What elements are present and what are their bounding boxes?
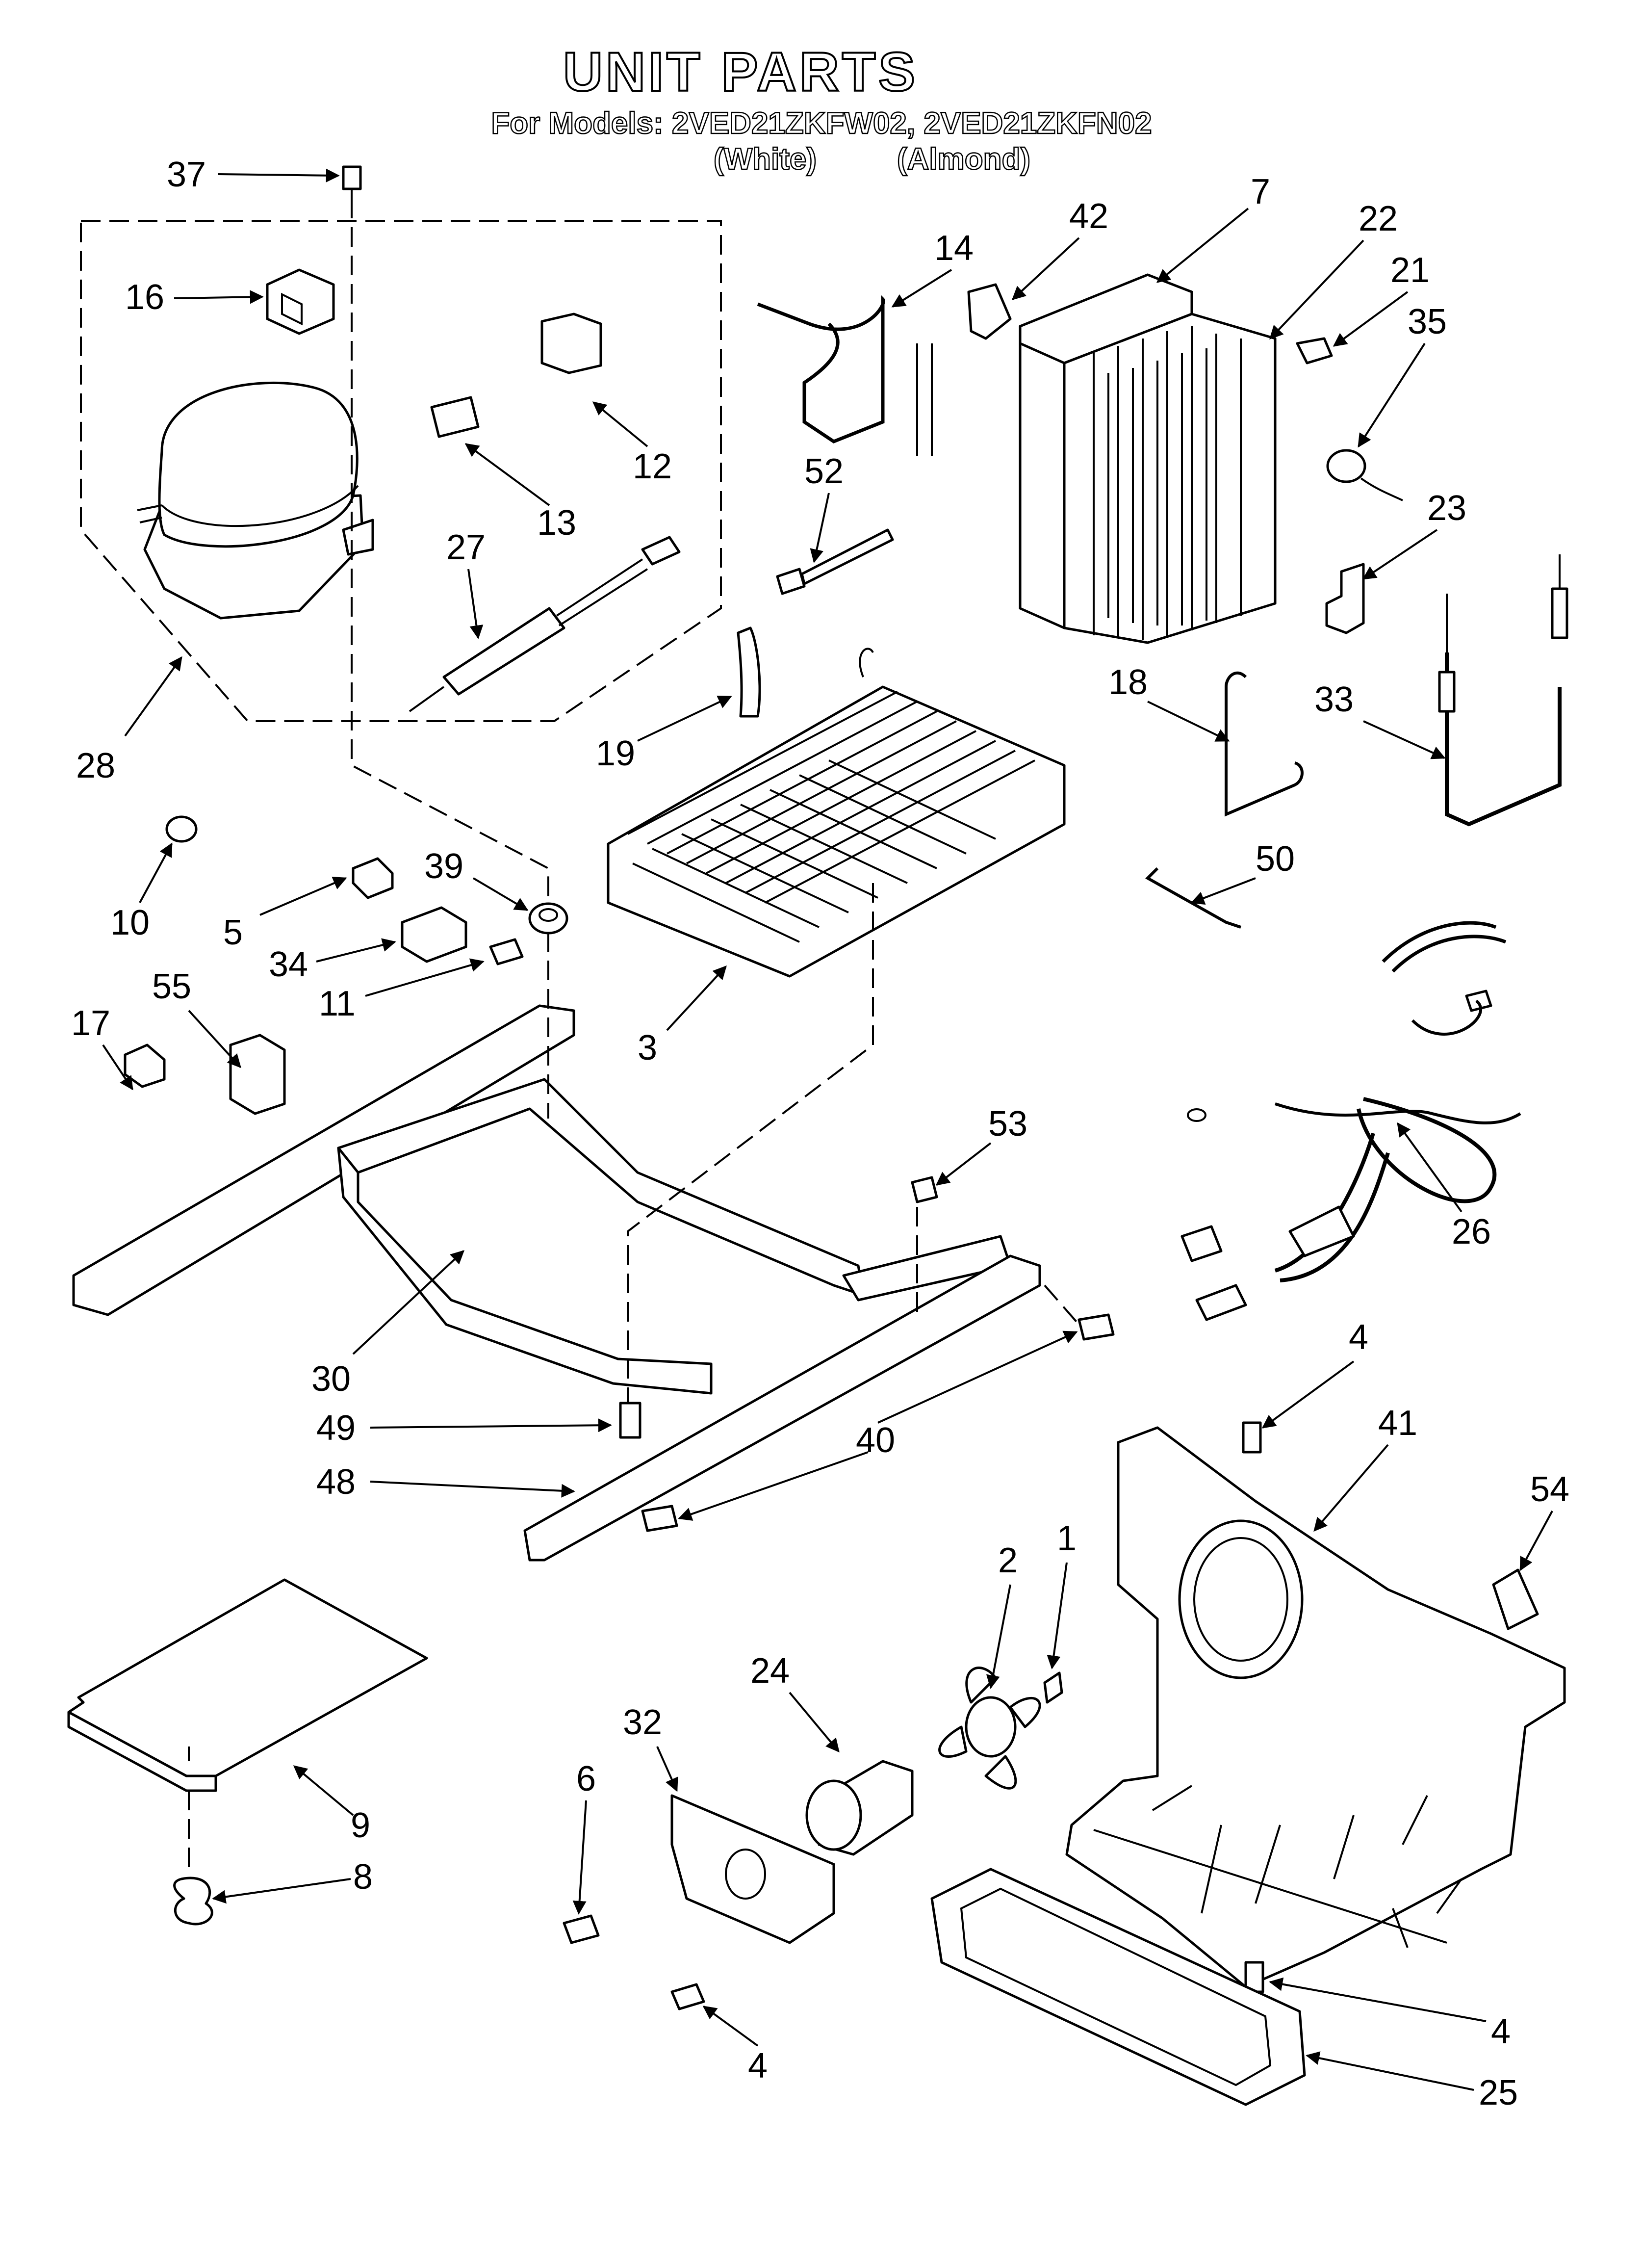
callout-12: 12 bbox=[633, 447, 672, 486]
callout-19: 19 bbox=[596, 734, 635, 773]
part-35 bbox=[1326, 449, 1366, 483]
housing-41 bbox=[1065, 1426, 1566, 1988]
callout-9: 9 bbox=[351, 1806, 370, 1845]
callout-4-bottom-left: 4 bbox=[748, 2046, 768, 2086]
shroud-32 bbox=[670, 1794, 835, 1944]
callout-1: 1 bbox=[1057, 1519, 1077, 1558]
callout-24: 24 bbox=[750, 1651, 790, 1691]
callout-4-bottom-right: 4 bbox=[1491, 2012, 1511, 2051]
part-34 bbox=[401, 906, 467, 963]
callout-41: 41 bbox=[1378, 1404, 1417, 1443]
callout-28: 28 bbox=[76, 746, 115, 785]
callout-7: 7 bbox=[1251, 172, 1270, 211]
color-almond: (Almond) bbox=[897, 142, 1030, 176]
part-17 bbox=[124, 1043, 166, 1088]
callouts: 37 16 12 13 27 28 14 42 7 22 21 35 52 23… bbox=[71, 155, 1569, 2112]
callout-34: 34 bbox=[269, 945, 308, 984]
callout-37: 37 bbox=[167, 155, 206, 194]
callout-48: 48 bbox=[316, 1462, 356, 1502]
screw-4b bbox=[1244, 1961, 1264, 1993]
callout-11: 11 bbox=[319, 984, 356, 1023]
bracket-12 bbox=[540, 313, 602, 374]
tube-14 bbox=[757, 295, 885, 443]
callout-30: 30 bbox=[311, 1359, 351, 1399]
clip-23 bbox=[1325, 563, 1365, 634]
compressor-shape bbox=[137, 382, 374, 620]
part-42 bbox=[967, 283, 1012, 340]
callout-4-top: 4 bbox=[1349, 1318, 1368, 1357]
callout-16: 16 bbox=[125, 278, 164, 317]
screw-40b bbox=[641, 1505, 678, 1532]
callout-25: 25 bbox=[1479, 2073, 1518, 2112]
rail-48 bbox=[523, 1254, 1041, 1562]
cover-9 bbox=[67, 1578, 428, 1792]
screw-11 bbox=[489, 938, 524, 965]
compressor-group-outline bbox=[80, 220, 722, 722]
relay-16 bbox=[266, 268, 335, 335]
evaporator-3 bbox=[607, 648, 1066, 978]
bracket-1 bbox=[1043, 1671, 1063, 1704]
screw-4a bbox=[670, 1983, 705, 2010]
callout-21: 21 bbox=[1390, 251, 1430, 290]
callout-39: 39 bbox=[424, 847, 463, 886]
screw-21 bbox=[1296, 337, 1333, 365]
callout-13: 13 bbox=[537, 503, 576, 543]
callout-50: 50 bbox=[1256, 839, 1295, 879]
screw-53 bbox=[911, 1176, 938, 1203]
harness-26 bbox=[1180, 921, 1521, 1321]
motor-24 bbox=[805, 1760, 914, 1856]
callout-14: 14 bbox=[934, 229, 974, 268]
clip-50 bbox=[1145, 867, 1241, 929]
models-line: For Models: 2VED21ZKFW02, 2VED21ZKFN02 bbox=[491, 106, 1152, 140]
clip-13 bbox=[430, 396, 480, 438]
tube-33 bbox=[1438, 554, 1568, 827]
page-title: UNIT PARTS bbox=[563, 41, 918, 103]
screw-37 bbox=[342, 165, 362, 199]
callout-5: 5 bbox=[223, 913, 243, 952]
screw-49 bbox=[619, 1402, 641, 1439]
callout-8: 8 bbox=[353, 1857, 373, 1897]
callout-42: 42 bbox=[1069, 197, 1108, 236]
screw-40a bbox=[1078, 1313, 1115, 1341]
callout-18: 18 bbox=[1108, 663, 1148, 702]
callout-26: 26 bbox=[1452, 1212, 1491, 1251]
callout-33: 33 bbox=[1314, 680, 1354, 719]
tube-19 bbox=[737, 626, 761, 718]
dashed-connectors bbox=[351, 199, 1080, 1403]
callout-17: 17 bbox=[71, 1004, 110, 1043]
color-white: (White) bbox=[714, 142, 817, 176]
wire-nut-54 bbox=[1492, 1568, 1539, 1630]
part-5 bbox=[352, 857, 394, 899]
callout-35: 35 bbox=[1408, 302, 1447, 341]
callout-49: 49 bbox=[316, 1408, 356, 1448]
screw-6 bbox=[563, 1914, 600, 1944]
callout-54: 54 bbox=[1530, 1470, 1569, 1509]
callout-10: 10 bbox=[110, 903, 150, 942]
condenser-7 bbox=[1019, 273, 1277, 644]
tie-52 bbox=[776, 528, 894, 595]
part-18 bbox=[1225, 671, 1304, 817]
callout-2: 2 bbox=[998, 1541, 1018, 1580]
base-rail-30 bbox=[72, 1004, 1012, 1395]
callout-23: 23 bbox=[1427, 489, 1466, 528]
drier-27 bbox=[409, 536, 681, 712]
callout-6: 6 bbox=[576, 1759, 596, 1799]
plug-10 bbox=[165, 815, 198, 843]
part-55 bbox=[229, 1034, 286, 1115]
callout-53: 53 bbox=[988, 1104, 1027, 1144]
grommet-8 bbox=[173, 1877, 213, 1926]
callout-55: 55 bbox=[152, 967, 191, 1006]
drain-pan-25 bbox=[930, 1868, 1306, 2106]
screw-4c bbox=[1242, 1421, 1262, 1454]
callout-32: 32 bbox=[623, 1703, 662, 1742]
callout-27: 27 bbox=[446, 528, 486, 567]
callout-22: 22 bbox=[1359, 199, 1398, 238]
fan-blade-2 bbox=[938, 1667, 1041, 1790]
callout-52: 52 bbox=[804, 452, 844, 491]
callout-3: 3 bbox=[638, 1028, 657, 1068]
